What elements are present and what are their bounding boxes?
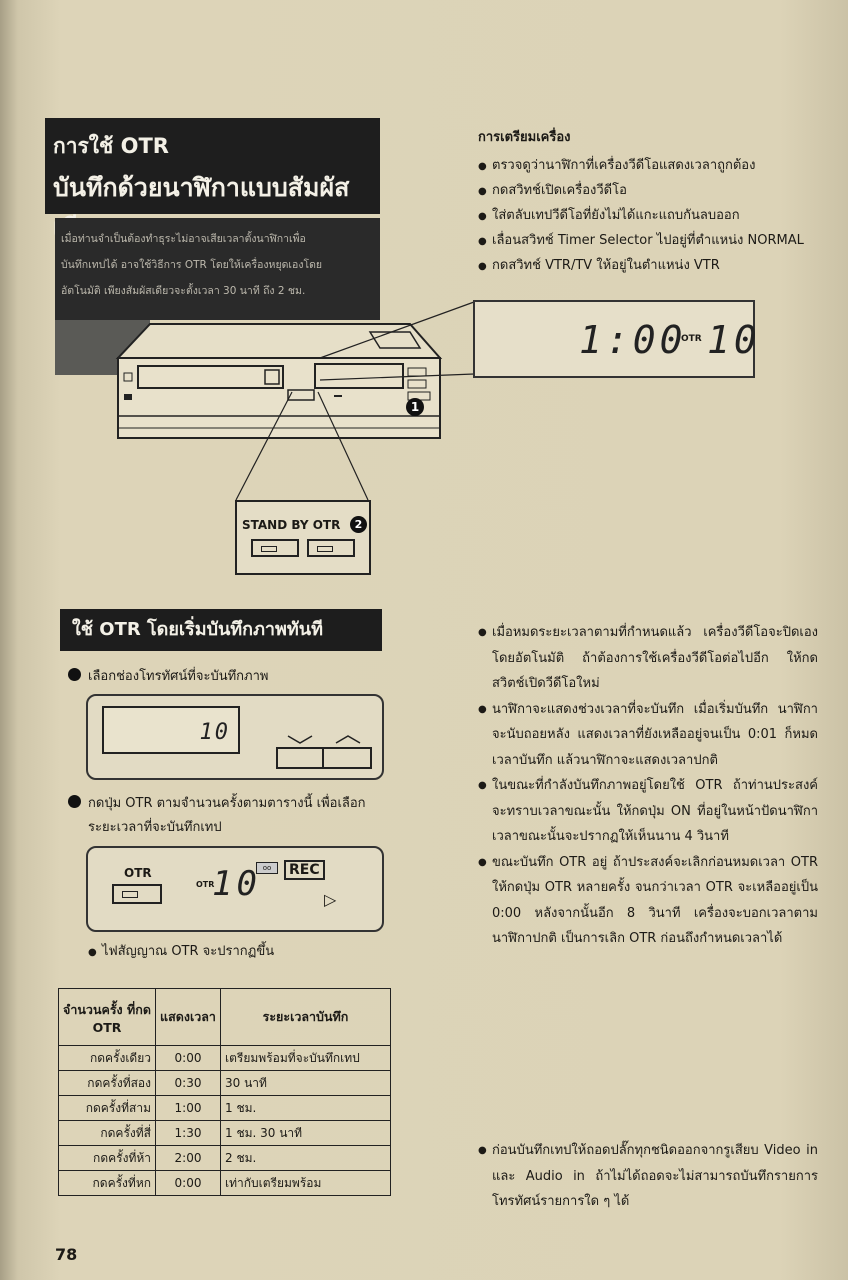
preparation-heading: การเตรียมเครื่อง: [478, 130, 571, 145]
otr-small-label: OTR: [196, 880, 215, 889]
clock-display: 1:00 OTR 10: [473, 300, 757, 378]
display-channel: 10: [707, 318, 761, 362]
prep-item: ตรวจดูว่านาฬิกาที่เครื่องวีดีโอแสดงเวลาถ…: [478, 153, 804, 178]
note-paragraph: นาฬิกาจะแสดงช่วงเวลาที่จะบันทึก เมื่อเริ…: [478, 697, 818, 774]
page-number: 78: [55, 1245, 78, 1264]
channel-value: 10: [199, 720, 230, 745]
standby-button[interactable]: [251, 539, 299, 557]
step2-text-line1: กดปุ่ม OTR ตามจำนวนครั้งตามตารางนี้ เพื่…: [88, 796, 366, 811]
intro-line: เมื่อท่านจำเป็นต้องทำธุระไม่อาจเสียเวลาต…: [61, 233, 306, 245]
cassette-icon: oo: [256, 862, 278, 874]
step1-marker-icon: [68, 668, 81, 681]
preparation-list: การเตรียมเครื่อง ตรวจดูว่านาฬิกาที่เครื่…: [478, 126, 804, 278]
table-header: แสดงเวลา: [155, 988, 221, 1046]
step2-marker-icon: [68, 795, 81, 808]
otr-channel: 10: [212, 864, 261, 904]
vcr-illustration: [115, 323, 443, 439]
page-title-box: การใช้ OTR บันทึกด้วยนาฬิกาแบบสัมผัสเดีย…: [45, 118, 380, 242]
otr-table: จำนวนครั้ง ที่กด OTR แสดงเวลา ระยะเวลาบั…: [58, 988, 391, 1196]
intro-text: เมื่อท่านจำเป็นต้องทำธุระไม่อาจเสียเวลาต…: [55, 218, 380, 320]
marker-2: 2: [350, 516, 367, 533]
display-time: 1:00: [579, 318, 687, 362]
play-icon: ▷: [324, 890, 337, 909]
rec-indicator: REC: [284, 860, 325, 880]
intro-line: บันทึกเทปได้ อาจใช้วิธีการ OTR โดยให้เคร…: [61, 259, 323, 271]
step2: กดปุ่ม OTR ตามจำนวนครั้งตามตารางนี้ เพื่…: [68, 792, 398, 840]
signal-note-text: ไฟสัญญาณ OTR จะปรากฏขึ้น: [102, 944, 275, 959]
note-paragraph: ในขณะที่กำลังบันทึกภาพอยู่โดยใช้ OTR ถ้า…: [478, 773, 818, 850]
marker-1: 1: [406, 398, 424, 416]
channel-panel: 10: [86, 694, 384, 780]
otr-panel-button[interactable]: [112, 884, 162, 904]
prep-item: กดสวิทช์เปิดเครื่องวีดีโอ: [478, 178, 804, 203]
signal-note: ไฟสัญญาณ OTR จะปรากฏขึ้น: [88, 940, 274, 965]
display-otr-label: OTR: [681, 334, 702, 344]
step1: เลือกช่องโทรทัศน์ที่จะบันทึกภาพ: [68, 665, 269, 689]
zoom-lines: [235, 391, 369, 501]
bottom-note: ก่อนบันทึกเทปให้ถอดปลั๊กทุกชนิดออกจากรูเ…: [478, 1138, 818, 1215]
note-paragraph: ขณะบันทึก OTR อยู่ ถ้าประสงค์จะเลิกก่อนห…: [478, 850, 818, 952]
table-header: จำนวนครั้ง ที่กด OTR: [58, 988, 156, 1046]
table-header: ระยะเวลาบันทึก: [220, 988, 391, 1046]
callout-lines: [319, 301, 475, 381]
standby-otr-closeup: STAND BY OTR 2: [235, 500, 371, 575]
prep-item: เลื่อนสวิทช์ Timer Selector ไปอยู่ที่ตำแ…: [478, 228, 804, 253]
channel-display: 10: [102, 706, 240, 754]
otr-panel: OTR OTR 10 oo REC ▷: [86, 846, 384, 932]
otr-button[interactable]: [307, 539, 355, 557]
page-title-line1: การใช้ OTR: [53, 134, 169, 158]
step2-text-line2: ระยะเวลาที่จะบันทึกเทป: [88, 820, 222, 835]
otr-panel-label: OTR: [124, 866, 152, 880]
notes-column: เมื่อหมดระยะเวลาตามที่กำหนดแล้ว เครื่องว…: [478, 620, 818, 952]
prep-item: ใส่ตลับเทปวีดีโอที่ยังไม่ได้แกะแถบกันลบอ…: [478, 203, 804, 228]
note-paragraph: เมื่อหมดระยะเวลาตามที่กำหนดแล้ว เครื่องว…: [478, 620, 818, 697]
bottom-note-text: ก่อนบันทึกเทปให้ถอดปลั๊กทุกชนิดออกจากรูเ…: [478, 1138, 818, 1215]
standby-label: STAND BY OTR: [242, 518, 341, 532]
section2-heading: ใช้ OTR โดยเริ่มบันทึกภาพทันที: [60, 609, 382, 651]
intro-line: อัตโนมัติ เพียงสัมผัสเดียวจะตั้งเวลา 30 …: [61, 285, 306, 297]
step1-text: เลือกช่องโทรทัศน์ที่จะบันทึกภาพ: [88, 669, 269, 684]
prep-item: กดสวิทช์ VTR/TV ให้อยู่ในตำแหน่ง VTR: [478, 253, 804, 278]
channel-updown-buttons[interactable]: [276, 732, 374, 770]
